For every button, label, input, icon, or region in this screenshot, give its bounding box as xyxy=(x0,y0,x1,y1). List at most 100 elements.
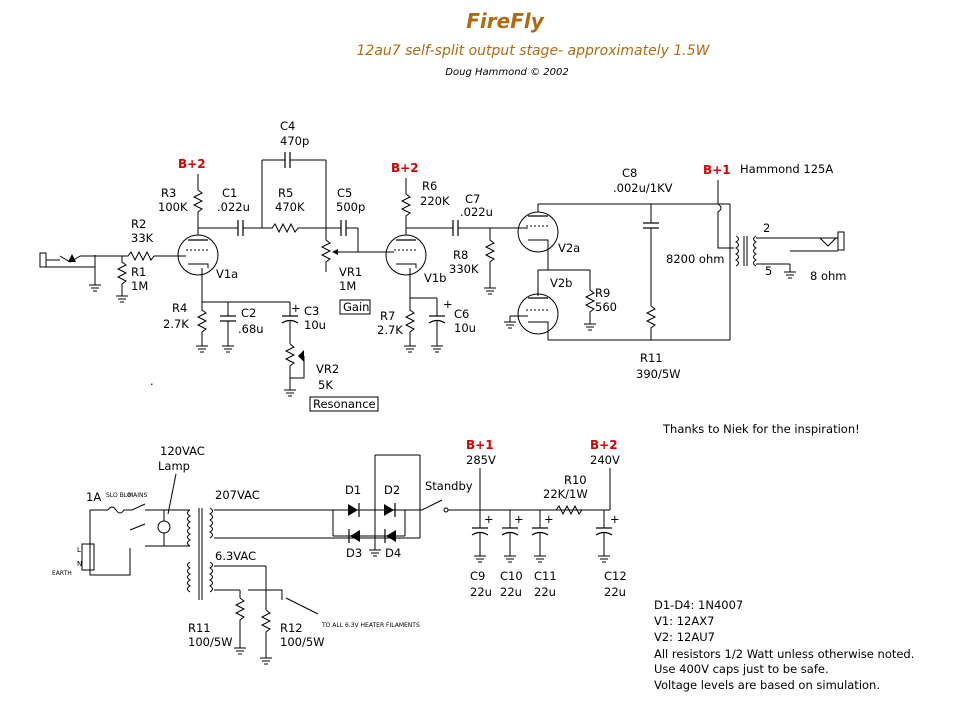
R12-name: R12 xyxy=(280,621,303,635)
b1-label-psu: B+1 xyxy=(466,438,494,452)
note-line: V2: 12AU7 xyxy=(654,630,715,644)
resonance-label: Resonance xyxy=(313,397,376,411)
R11-value: 390/5W xyxy=(636,367,681,381)
b1-label-output: B+1 xyxy=(703,163,731,177)
R3-value: 100K xyxy=(158,200,188,214)
C7-value: .022u xyxy=(460,205,493,219)
R12-value: 100/5W xyxy=(280,635,325,649)
C10-name: C10 xyxy=(500,569,523,583)
R7-value: 2.7K xyxy=(377,323,403,337)
C3-name: C3 xyxy=(304,304,319,318)
C9-value: 22u xyxy=(470,585,492,599)
R4-value: 2.7K xyxy=(163,317,189,331)
resistor-R2 xyxy=(122,250,178,262)
hv-secondary-label: 207VAC xyxy=(215,488,260,502)
resistor-R5 xyxy=(262,222,326,234)
VR2-value: 5K xyxy=(318,378,333,392)
pilot-lamp xyxy=(157,520,171,534)
R8-name: R8 xyxy=(453,248,468,262)
parts-notes: D1-D4: 1N4007 V1: 12AX7 V2: 12AU7 All re… xyxy=(654,598,914,692)
C11-plus: + xyxy=(544,512,554,526)
R1-value: 1M xyxy=(131,279,148,293)
gain-box xyxy=(339,299,371,315)
note-line: V1: 12AX7 xyxy=(654,614,714,628)
resistor-R11 xyxy=(645,305,657,340)
mains-label: MAINS xyxy=(128,492,148,499)
resistor-R12-heater xyxy=(260,609,272,658)
N-pin: N xyxy=(77,560,82,568)
R8-value: 330K xyxy=(449,262,479,276)
R6-value: 220K xyxy=(420,194,450,208)
C2-value: .68u xyxy=(238,322,264,336)
R5-value: 470K xyxy=(275,200,305,214)
C12-name: C12 xyxy=(604,569,627,583)
R11-name: R11 xyxy=(640,351,663,365)
VR1-value: 1M xyxy=(339,279,356,293)
tube-V2a xyxy=(517,211,559,253)
b1-voltage: 285V xyxy=(466,453,496,467)
resistor-R3 xyxy=(192,189,204,235)
gain-label: Gain xyxy=(343,300,369,314)
tube-V2b xyxy=(510,293,559,340)
VR1-name: VR1 xyxy=(339,265,362,279)
R4-name: R4 xyxy=(172,301,187,315)
power-transformer-symbol xyxy=(187,507,213,600)
resistor-R6 xyxy=(400,193,412,235)
tube-V1b xyxy=(378,234,427,276)
V1b-label: V1b xyxy=(424,271,446,285)
C5-name: C5 xyxy=(337,186,352,200)
b2-label-v1b: B+2 xyxy=(391,161,419,175)
speaker-impedance: 8 ohm xyxy=(810,269,847,283)
iec-inlet xyxy=(81,543,95,571)
diode-D2 xyxy=(384,503,396,517)
fuse-symbol xyxy=(90,506,132,514)
R3-name: R3 xyxy=(161,186,176,200)
standby-label: Standby xyxy=(425,479,473,493)
C7-name: C7 xyxy=(465,192,480,206)
schematic-subtitle: 12au7 self-split output stage- approxima… xyxy=(357,43,711,59)
V1a-label: V1a xyxy=(216,267,238,281)
capacitor-C10 xyxy=(501,510,519,563)
diode-D3 xyxy=(348,529,360,543)
C12-value: 22u xyxy=(604,585,626,599)
potentiometer-VR1 xyxy=(320,228,332,272)
mains-switch xyxy=(129,523,146,531)
note-line: All resistors 1/2 Watt unless otherwise … xyxy=(654,647,914,661)
L-pin: L xyxy=(77,546,81,554)
R11p-name: R11 xyxy=(188,621,211,635)
VR2-name: VR2 xyxy=(316,362,339,376)
resistor-R7 xyxy=(404,298,416,346)
C9-name: C9 xyxy=(470,569,485,583)
potentiometer-VR2 xyxy=(284,343,296,390)
C3-plus: + xyxy=(291,301,301,315)
C12-plus: + xyxy=(610,512,620,526)
R6-name: R6 xyxy=(422,179,437,193)
R10-name: R10 xyxy=(564,473,587,487)
C11-name: C11 xyxy=(534,569,557,583)
b2-voltage: 240V xyxy=(590,453,620,467)
C2-name: C2 xyxy=(241,306,256,320)
resistor-R8 xyxy=(484,228,496,288)
resistor-R4 xyxy=(196,302,208,346)
svg-text:.: . xyxy=(150,374,154,388)
capacitor-C9 xyxy=(471,510,489,563)
C9-plus: + xyxy=(484,512,494,526)
output-transformer-symbol xyxy=(735,235,757,267)
fuse-rating: 1A xyxy=(86,490,101,504)
note-line: D1-D4: 1N4007 xyxy=(654,598,743,612)
slo-blo-label: SLO BLO xyxy=(106,492,132,499)
C6-name: C6 xyxy=(454,307,469,321)
R5-name: R5 xyxy=(278,186,293,200)
tap-2-label: 2 xyxy=(763,221,770,235)
C4-value: 470p xyxy=(280,134,309,148)
earth-label: EARTH xyxy=(52,570,72,577)
tap-5-label: 5 xyxy=(765,264,772,278)
C1-name: C1 xyxy=(222,186,237,200)
D4-label: D4 xyxy=(385,546,401,560)
R2-value: 33K xyxy=(131,231,154,245)
author-credit: Doug Hammond © 2002 xyxy=(445,67,568,78)
primary-impedance: 8200 ohm xyxy=(666,252,724,266)
tube-V1a xyxy=(177,234,219,276)
V2a-label: V2a xyxy=(558,241,580,255)
